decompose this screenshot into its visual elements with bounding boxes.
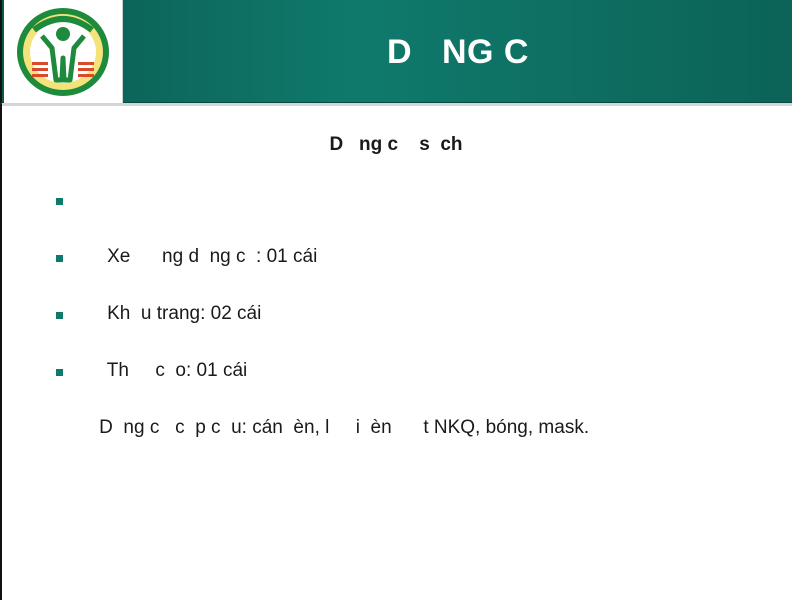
slide-subtitle: D ng c s ch bbox=[329, 134, 463, 155]
list-item: Kh u trang: 02 cái bbox=[56, 244, 589, 324]
bullet-list: Xe ng d ng c : 01 cái Kh u trang: 02 cái… bbox=[56, 187, 589, 438]
list-item-text: D ng c c p c u: cán èn, l i èn t NKQ, bó… bbox=[99, 417, 590, 438]
list-item: Th c o: 01 cái bbox=[56, 301, 589, 381]
logo-container bbox=[4, 0, 123, 104]
list-item: Xe ng d ng c : 01 cái bbox=[56, 187, 589, 267]
hospital-logo-icon bbox=[17, 8, 109, 96]
square-bullet-icon bbox=[56, 255, 63, 262]
square-bullet-icon bbox=[56, 369, 63, 376]
square-bullet-icon bbox=[56, 312, 63, 319]
list-item-text: Kh u trang: 02 cái bbox=[107, 303, 262, 324]
slide-title: D NG C bbox=[387, 32, 529, 71]
square-bullet-icon bbox=[56, 198, 63, 205]
list-item: D ng c c p c u: cán èn, l i èn t NKQ, bó… bbox=[56, 358, 589, 438]
list-item-text: Xe ng d ng c : 01 cái bbox=[107, 246, 318, 267]
list-item-text: Th c o: 01 cái bbox=[106, 360, 248, 381]
header-bar: D NG C bbox=[0, 0, 792, 106]
